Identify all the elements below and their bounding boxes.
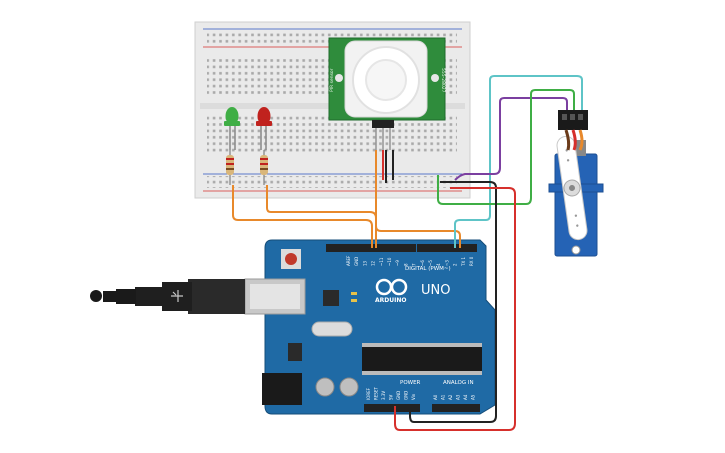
- pin-label: 5V: [389, 394, 394, 400]
- resistor-green-led: [226, 150, 234, 185]
- pin-label: A1: [441, 394, 446, 400]
- pin-label: A0: [433, 394, 438, 400]
- arduino-uno: ARDUINO UNO DIGITAL (PWM~) POWER ANALOG …: [244, 239, 496, 415]
- servo-motor: [548, 110, 604, 257]
- pir-right-text: 555-28027: [440, 68, 446, 93]
- pin-label: GND: [354, 257, 359, 266]
- pin-label: A5: [471, 394, 476, 400]
- pin-label: AREF: [346, 255, 351, 266]
- pin-label: RX 0: [469, 256, 474, 266]
- pin-label: 3.3V: [381, 391, 386, 400]
- wires: [232, 75, 583, 431]
- pin-label: ~6: [420, 260, 425, 266]
- pir-sensor: PIR sensor 555-28027: [328, 37, 446, 150]
- pin-label: 4: [436, 263, 441, 266]
- pin-label: ~3: [444, 260, 449, 266]
- pin-label: ~9: [395, 260, 400, 266]
- digital-label: DIGITAL (PWM~): [405, 266, 451, 272]
- pin-label: TX 1: [461, 257, 466, 267]
- led-green: [224, 107, 240, 150]
- arduino-brand: ARDUINO: [375, 297, 406, 304]
- pin-label: 12: [371, 260, 376, 266]
- arduino-model: UNO: [421, 283, 450, 298]
- pin-label: Vin: [411, 393, 416, 400]
- pin-label: IOREF: [366, 387, 371, 400]
- pin-label: 2: [453, 263, 458, 266]
- pin-label: ~10: [387, 257, 392, 266]
- pin-label: A3: [456, 394, 461, 400]
- analog-label: ANALOG IN: [443, 380, 474, 386]
- pin-label: GND: [396, 391, 401, 400]
- pin-label: A4: [463, 394, 468, 400]
- pin-label: 7: [412, 263, 417, 266]
- pin-label: ~5: [428, 260, 433, 266]
- resistor-red-led: [260, 150, 268, 185]
- led-red: [256, 107, 272, 150]
- pin-label: ~11: [379, 257, 384, 266]
- pir-left-text: PIR sensor: [329, 68, 335, 92]
- pin-label: 13: [362, 260, 367, 266]
- pin-label: 8: [403, 263, 408, 266]
- power-label: POWER: [400, 380, 421, 386]
- pin-label: A2: [448, 394, 453, 400]
- pin-label: GND: [404, 391, 409, 400]
- usb-cable: [90, 279, 245, 314]
- pin-label: RESET: [374, 387, 379, 400]
